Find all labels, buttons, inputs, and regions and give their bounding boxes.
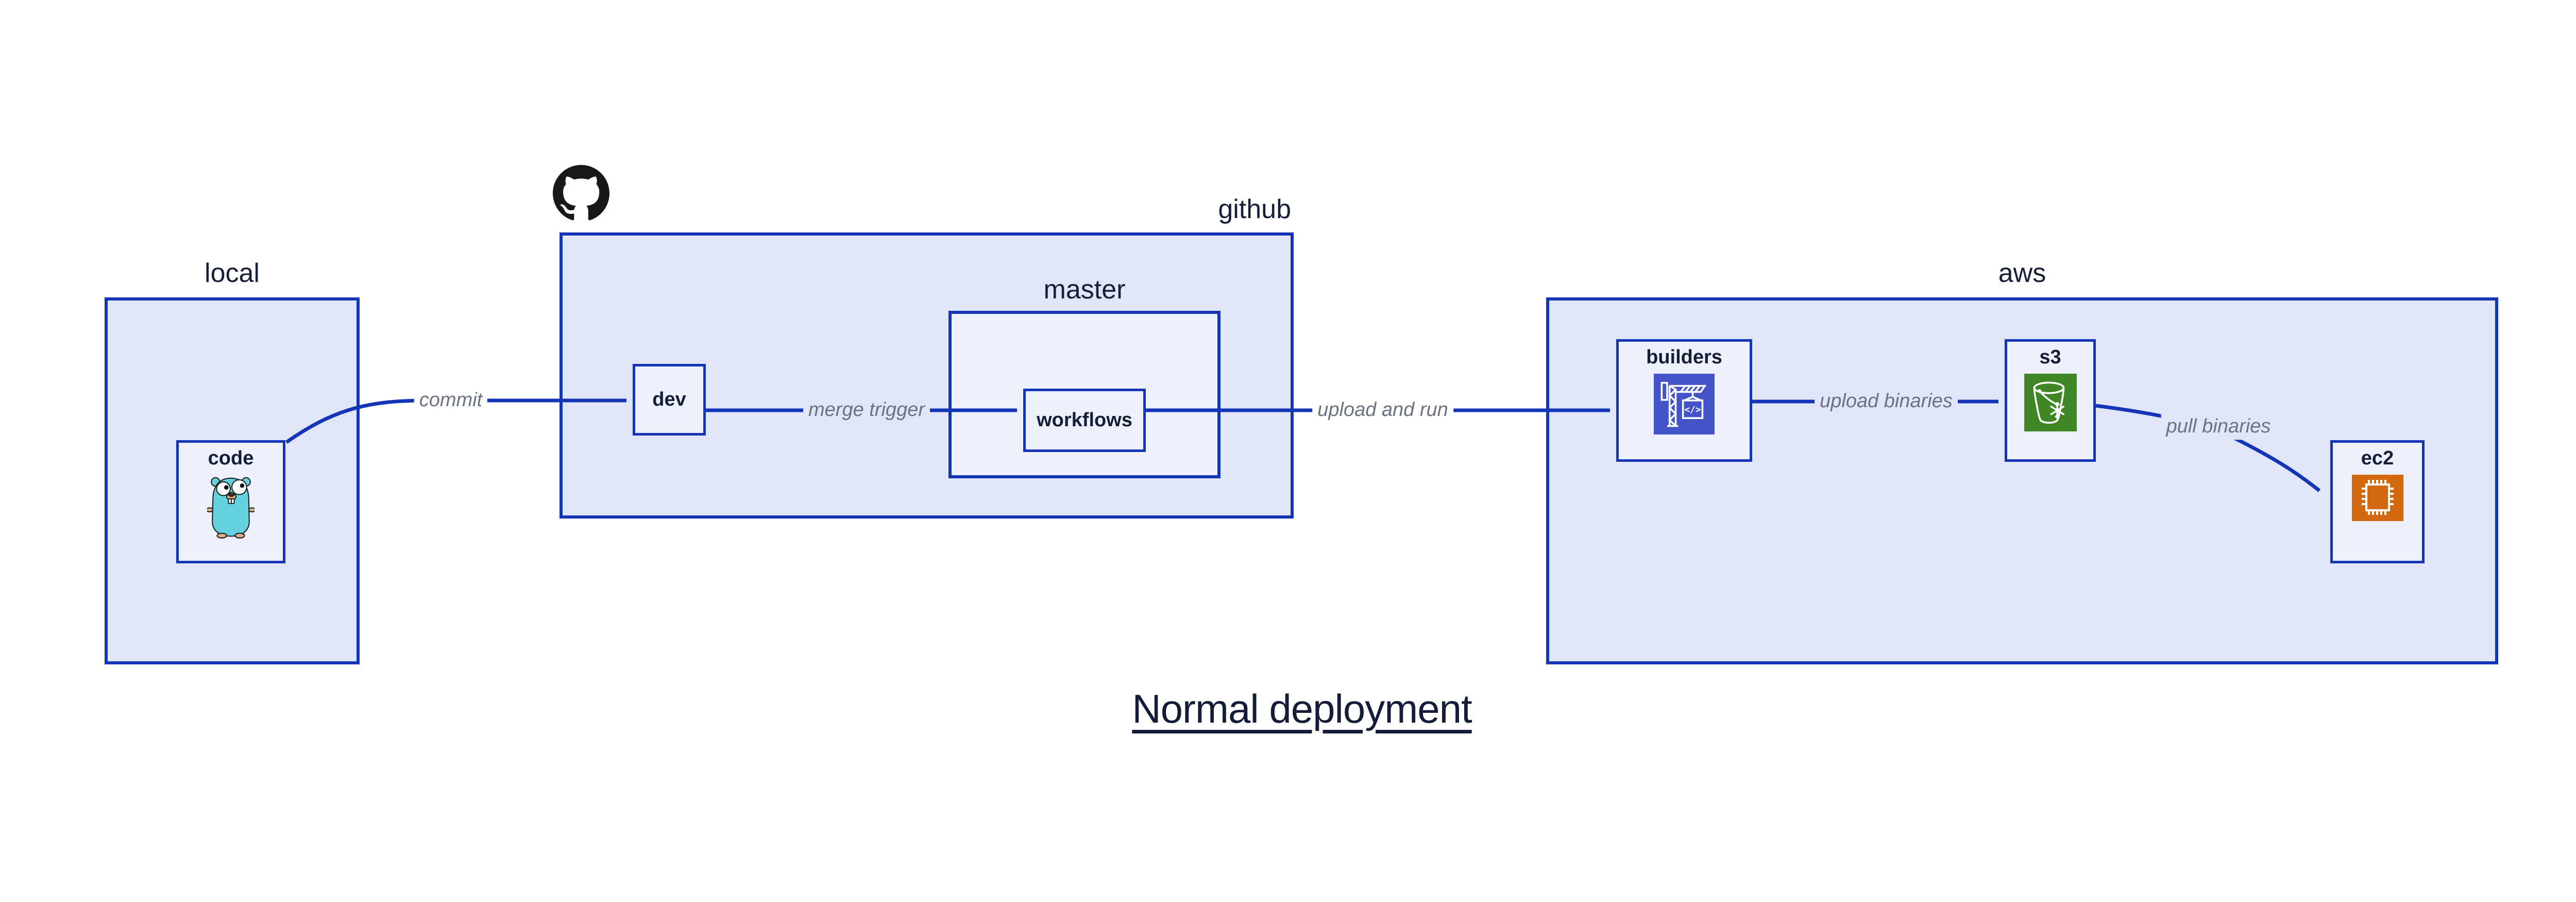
code-node-label: code [208, 447, 254, 469]
master-group-label: master [1043, 275, 1126, 305]
dev-node-box: dev [633, 364, 706, 436]
go-gopher-icon [207, 475, 255, 539]
edge-label-merge-trigger: merge trigger [803, 397, 930, 423]
edge-label-upload-binaries: upload binaries [1815, 389, 1958, 414]
github-group-label: github [1218, 194, 1291, 224]
s3-node-label: s3 [2039, 346, 2061, 368]
edge-label-upload-and-run: upload and run [1312, 397, 1453, 423]
svg-text:</>: </> [1685, 405, 1701, 415]
edge-label-pull-binaries: pull binaries [2161, 414, 2276, 440]
aws-ec2-chip-icon [2351, 474, 2403, 521]
local-group-label: local [205, 258, 260, 288]
builders-node-label: builders [1646, 346, 1722, 368]
edge-label-commit: commit [414, 388, 488, 413]
workflows-node-label: workflows [1037, 409, 1132, 431]
dev-node-label: dev [652, 388, 686, 410]
diagram-title: Normal deployment [1132, 686, 1472, 731]
aws-s3-bucket-icon [2024, 373, 2077, 431]
builders-node-box: builders </> [1616, 339, 1752, 462]
aws-codebuild-crane-icon: </> [1654, 373, 1715, 435]
aws-group-label: aws [1998, 258, 2046, 288]
ec2-node-label: ec2 [2361, 447, 2394, 469]
github-octocat-icon [552, 165, 610, 222]
ec2-node-box: ec2 [2330, 440, 2425, 563]
workflows-node-box: workflows [1023, 389, 1146, 452]
s3-node-box: s3 [2005, 339, 2096, 462]
code-node-box: code [176, 440, 285, 563]
